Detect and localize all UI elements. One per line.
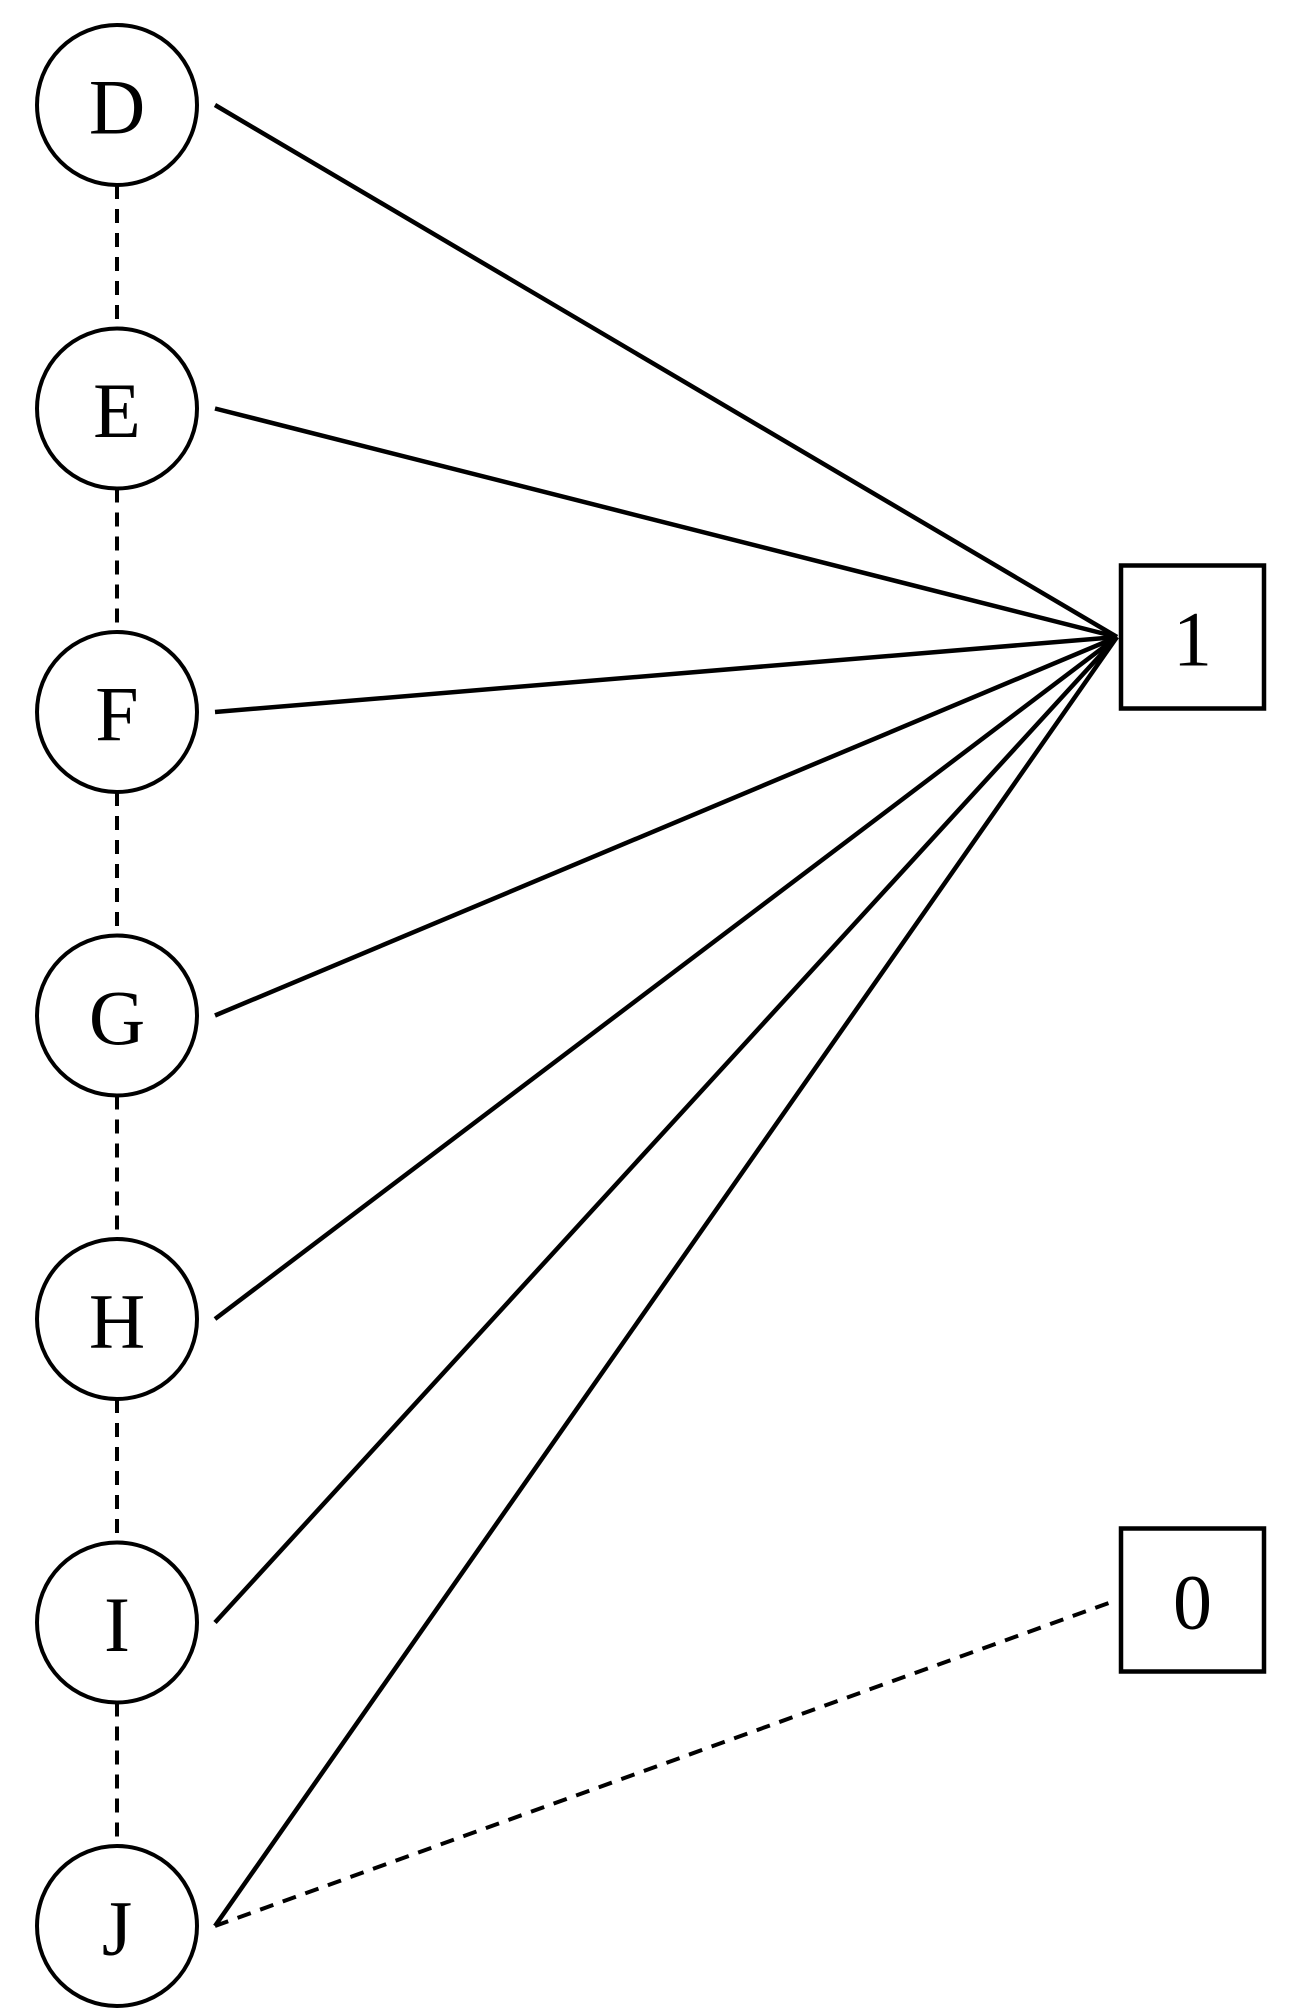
node-circle-g [35,933,199,1098]
node-e: E [35,326,199,491]
node-circle-h [35,1237,199,1401]
nodes-layer: D E F G H I J 1 0 [35,23,1267,2008]
edge-f-to-one [214,634,1118,715]
node-circle-j [35,1844,199,2008]
terminal-label-one: 1 [1173,596,1212,683]
terminal-label-zero: 0 [1173,1559,1212,1646]
node-j: J [35,1844,199,2008]
node-h: H [35,1237,199,1401]
node-label-j: J [102,1885,132,1972]
node-label-h: H [89,1278,145,1365]
edge-j-to-one [213,635,1119,1928]
terminal-one: 1 [1118,563,1267,711]
node-label-g: G [89,974,145,1061]
node-circle-d [35,23,199,187]
edge-g-to-one [214,634,1118,1018]
node-f: F [35,630,199,794]
terminal-box-one [1118,563,1267,711]
terminal-box-zero [1118,1526,1267,1674]
node-i: I [35,1540,199,1705]
node-g: G [35,933,199,1098]
edge-i-to-one [213,635,1119,1625]
terminal-zero: 0 [1118,1526,1267,1674]
node-circle-i [35,1540,199,1705]
edges-layer [115,103,1119,1928]
node-label-d: D [89,64,145,151]
node-label-e: E [93,367,141,454]
node-label-i: I [104,1581,130,1668]
edge-j-to-zero [214,1598,1118,1928]
node-label-f: F [95,671,138,758]
node-circle-f [35,630,199,794]
edge-h-to-one [213,635,1119,1321]
edge-e-to-one [214,406,1118,640]
node-circle-e [35,326,199,491]
node-d: D [35,23,199,187]
edge-d-to-one [213,103,1119,639]
